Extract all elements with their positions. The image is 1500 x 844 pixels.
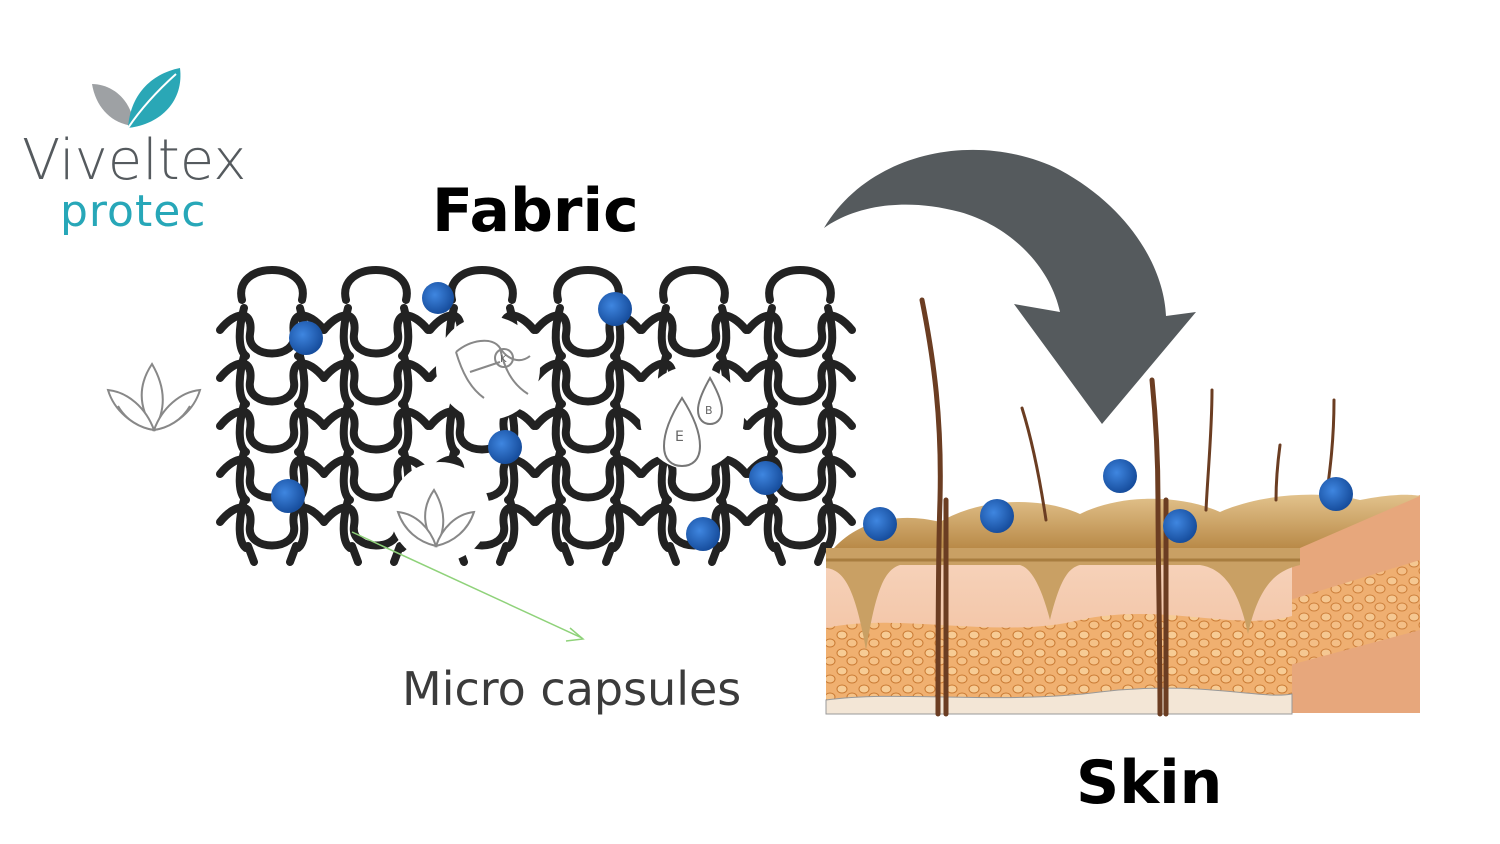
- transfer-arrow: [824, 149, 1196, 424]
- yarn-stitch: [216, 407, 328, 454]
- body-vitamin-k-icon: [455, 339, 531, 399]
- capsule: [1103, 459, 1137, 493]
- fabric-label: Fabric: [432, 176, 639, 246]
- capsule: [1319, 477, 1353, 511]
- yarn-stitch: [532, 455, 644, 502]
- fabric-capsules: [271, 282, 783, 551]
- capsule: [1163, 509, 1197, 543]
- drop-e-letter: E: [675, 429, 684, 445]
- yarn-stitch: [532, 503, 644, 550]
- capsule: [422, 282, 454, 314]
- yarn-end: [772, 542, 828, 566]
- capsule: [863, 507, 897, 541]
- yarn-loop: [765, 266, 835, 304]
- yarn-end: [348, 542, 404, 566]
- yarn-loop: [237, 266, 307, 304]
- drop-k-letter: K: [500, 354, 507, 365]
- caption-pointer: [351, 531, 585, 642]
- logo-wordmark-viveltex: Viveltex: [22, 128, 247, 193]
- micro-capsules-label: Micro capsules: [402, 662, 742, 716]
- capsule: [488, 430, 522, 464]
- yarn-loop: [553, 266, 623, 304]
- yarn-stitch: [744, 359, 856, 406]
- yarn-stitch: [320, 359, 432, 406]
- yarn-loop: [659, 266, 729, 304]
- fabric-knit: [216, 266, 856, 566]
- capsule: [289, 321, 323, 355]
- yarn-loop: [447, 266, 517, 304]
- yarn-stitch: [216, 503, 328, 550]
- yarn-stitch: [216, 359, 328, 406]
- skin-label: Skin: [1076, 748, 1223, 818]
- yarn-stitch: [532, 359, 644, 406]
- logo-leaves: [92, 68, 181, 129]
- yarn-end: [666, 542, 722, 566]
- logo-leaf-grey: [92, 84, 134, 126]
- aloe-vera-icon-center: [396, 488, 476, 548]
- vitamin-drops-icon: [662, 375, 724, 468]
- capsule: [598, 292, 632, 326]
- capsule: [980, 499, 1014, 533]
- aloe-vera-icon-left: [106, 362, 202, 432]
- yarn-stitch: [744, 407, 856, 454]
- yarn-end: [244, 542, 300, 566]
- skin-capsules: [863, 459, 1353, 543]
- logo-wordmark-protec: protec: [60, 186, 207, 237]
- yarn-end: [560, 542, 616, 566]
- capsule: [749, 461, 783, 495]
- yarn-stitch: [744, 311, 856, 358]
- yarn-stitch: [744, 503, 856, 550]
- capsule: [686, 517, 720, 551]
- yarn-stitch: [638, 311, 750, 358]
- skin-cross-section: [825, 297, 1420, 717]
- yarn-stitch: [320, 407, 432, 454]
- capsule: [271, 479, 305, 513]
- yarn-stitch: [532, 407, 644, 454]
- yarn-stitch: [320, 311, 432, 358]
- drop-b-letter: B: [705, 404, 713, 417]
- yarn-loop: [341, 266, 411, 304]
